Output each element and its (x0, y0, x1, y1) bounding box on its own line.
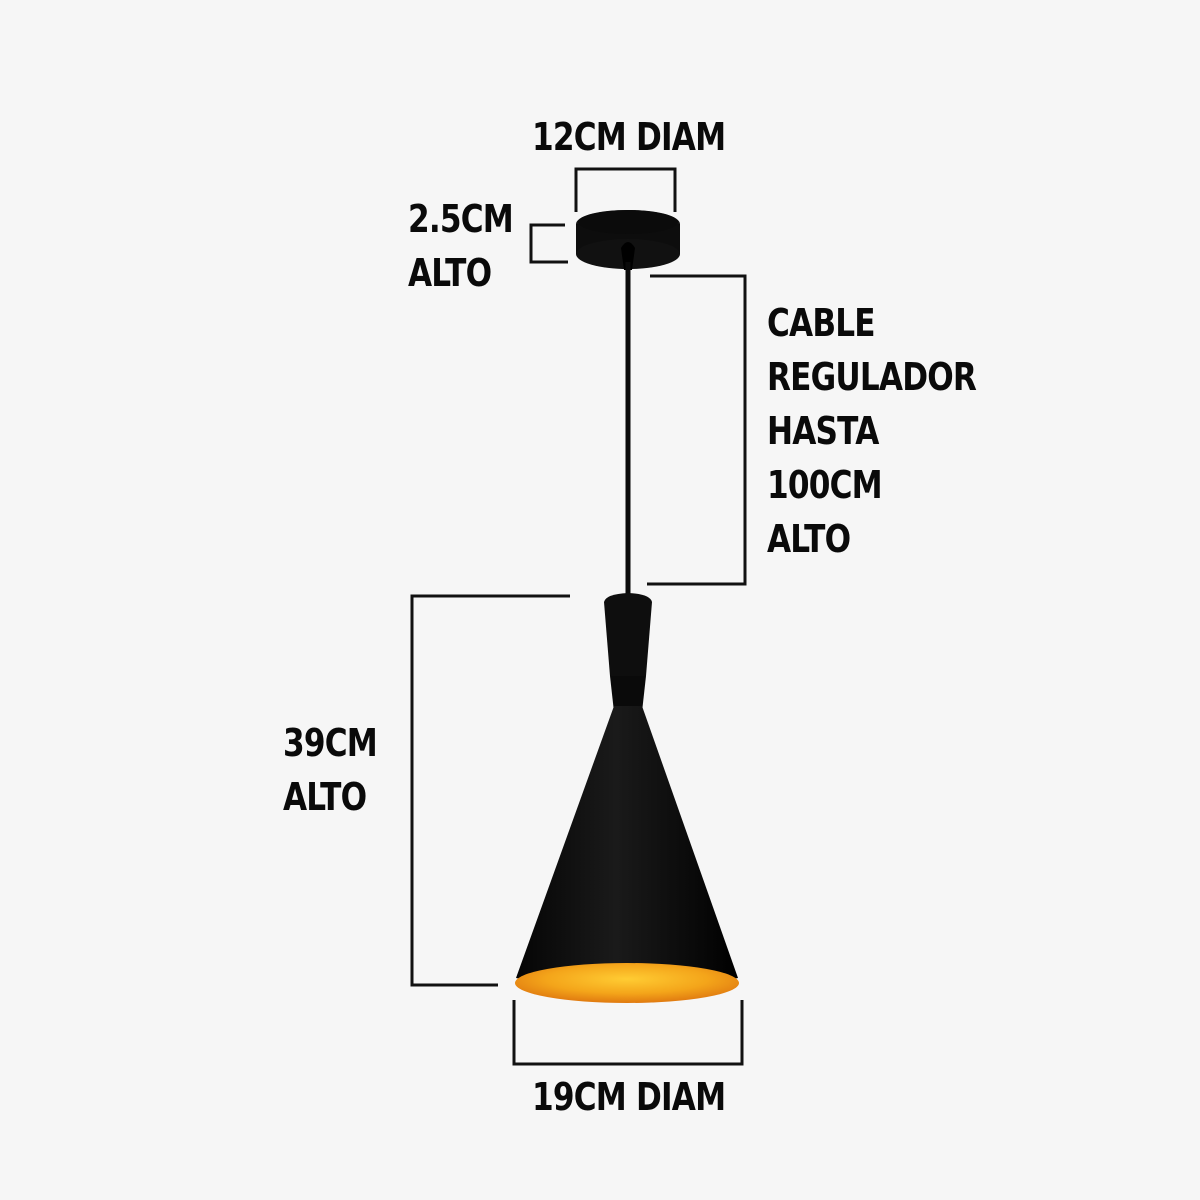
cable-length-label: CABLE REGULADOR HASTA 100CM ALTO (767, 301, 977, 561)
dimension-lines (410, 167, 747, 1066)
cable-length-bracket (647, 274, 747, 586)
shade-gold-interior (515, 963, 739, 1003)
lamp-neck (604, 593, 652, 712)
lamp-shade (515, 706, 739, 1003)
canopy-diameter-bracket (574, 167, 677, 212)
canopy-height-label: 2.5CM ALTO (408, 197, 514, 295)
canopy-height-bracket (529, 223, 568, 264)
shade-diameter-label: 19CM DIAM (532, 1075, 726, 1119)
shade-height-bracket (410, 594, 570, 987)
shade-height-label: 39CM ALTO (283, 721, 378, 819)
ceiling-canopy (576, 210, 680, 270)
shade-diameter-bracket (512, 1000, 744, 1066)
canopy-diameter-label: 12CM DIAM (532, 115, 726, 159)
